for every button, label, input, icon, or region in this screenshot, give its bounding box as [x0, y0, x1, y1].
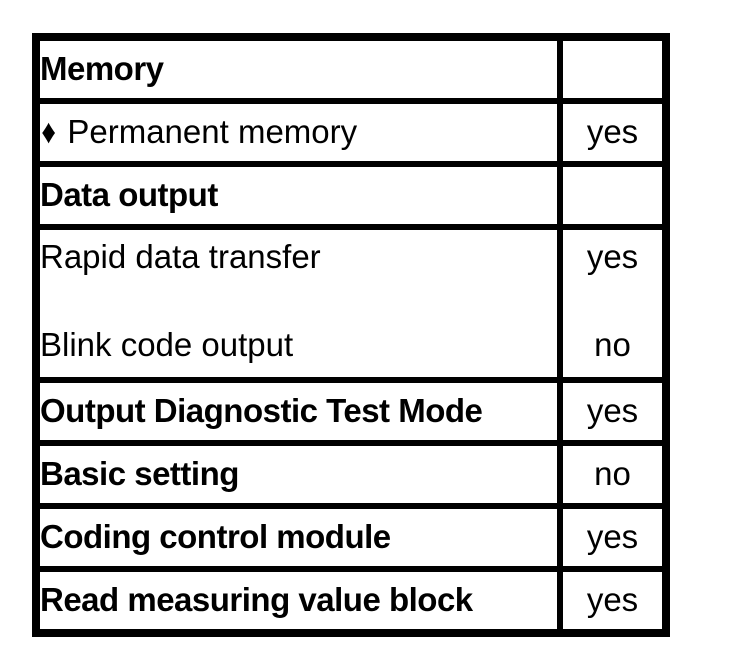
value-text: yes — [586, 238, 639, 275]
value-text: no — [594, 326, 631, 364]
row-label-cell: Basic setting — [33, 440, 563, 509]
row-label-cell: ♦ Permanent memory — [33, 98, 563, 167]
row-label: Blink code output — [40, 326, 294, 364]
dual-line-values: yes no — [566, 233, 660, 374]
table-row-memory: Memory — [33, 34, 669, 104]
row-label-cell-dual: Rapid data transfer Blink code output — [33, 224, 563, 383]
row-label-cell: Coding control module — [33, 503, 563, 572]
value-cell: yes — [557, 566, 669, 636]
diamond-bullet-icon: ♦ — [41, 112, 57, 151]
dual-line-labels: Rapid data transfer Blink code output — [40, 233, 554, 374]
value-cell-empty — [557, 161, 669, 230]
section-label-data-output: Data output — [33, 161, 563, 230]
table-row-basic-setting: Basic setting no — [33, 440, 669, 509]
value-cell-empty — [557, 34, 669, 104]
value-cell-dual: yes no — [557, 224, 669, 383]
row-label-cell: Output Diagnostic Test Mode — [33, 377, 563, 446]
value-cell: yes — [557, 98, 669, 167]
table-row-output-diagnostic-test-mode: Output Diagnostic Test Mode yes — [33, 377, 669, 446]
table-row-transfer-blink: Rapid data transfer Blink code output ye… — [33, 224, 669, 383]
row-label: Output Diagnostic Test Mode — [40, 392, 483, 430]
row-label: Permanent memory — [67, 112, 358, 150]
value-cell: yes — [557, 377, 669, 446]
section-label-memory: Memory — [33, 34, 563, 104]
row-label: Rapid data transfer — [40, 238, 321, 275]
diagnostic-capability-table: Memory ♦ Permanent memory yes Data output — [32, 33, 670, 637]
row-label: Coding control module — [40, 518, 391, 556]
row-label: Memory — [40, 50, 164, 88]
table-row-permanent-memory: ♦ Permanent memory yes — [33, 98, 669, 167]
table-row-coding-control-module: Coding control module yes — [33, 503, 669, 572]
value-cell: yes — [557, 503, 669, 572]
table-row-read-measuring-value-block: Read measuring value block yes — [33, 566, 669, 636]
row-label-cell: Read measuring value block — [33, 566, 563, 636]
table-row-data-output: Data output — [33, 161, 669, 230]
value-cell: no — [557, 440, 669, 509]
row-label: Basic setting — [40, 455, 239, 493]
row-label: Data output — [40, 176, 218, 214]
row-label: Read measuring value block — [40, 581, 473, 619]
